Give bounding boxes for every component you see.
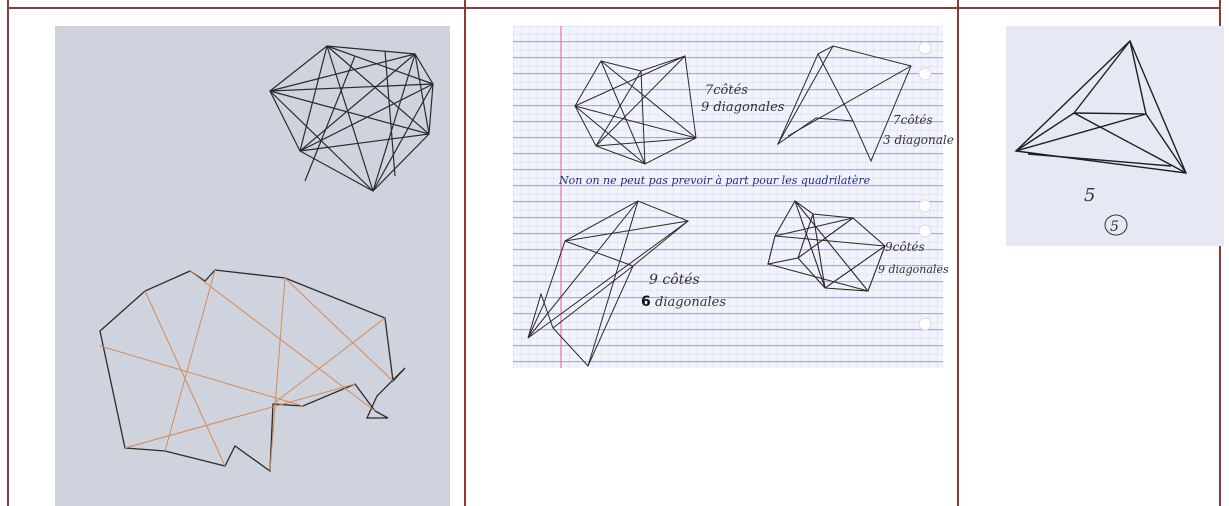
label-sides-1: 7côtés: [705, 83, 748, 98]
polygon-drawing: [55, 26, 450, 506]
heptagon-drawing-1: [574, 55, 697, 165]
notebook-page: 7côtés 9 diagonales 7côtés 3 diagonale N…: [513, 26, 954, 368]
scan-image-triangle: 5 5: [1006, 26, 1224, 246]
heptagon-drawing-2: [776, 45, 912, 163]
label-sides-2: 7côtés: [893, 113, 933, 127]
triangle-drawing: 5 5: [1006, 26, 1224, 246]
circled-number-label: 5: [1110, 219, 1119, 235]
handwritten-sentence: Non on ne peut pas prevoir à part pour l…: [558, 174, 871, 187]
star-polygon: [269, 45, 434, 192]
number-label: 5: [1084, 185, 1095, 206]
nonagon-drawing-2: [767, 200, 886, 292]
table-column-divider-1: [464, 0, 466, 506]
triangle-with-inner-lines: [1014, 39, 1188, 174]
nonagon-drawing-1: [527, 200, 689, 367]
table-left-border: [7, 0, 9, 506]
table-column-divider-2: [957, 0, 959, 506]
label-sides-3: 9 côtés: [649, 272, 700, 288]
label-diagonal-count-3: 6: [641, 294, 651, 310]
label-sides-4: 9côtés: [885, 240, 925, 254]
table-top-border: [7, 7, 1221, 9]
scan-image-polygons: [55, 26, 450, 506]
label-diagonals-1: 9 diagonales: [701, 100, 785, 115]
irregular-polygon: [99, 269, 406, 473]
label-diagonals-2: 3 diagonale: [883, 133, 954, 147]
label-diagonals-4: 9 diagonales: [878, 263, 949, 276]
circle-mark: [1104, 214, 1128, 236]
table-right-border: [1219, 0, 1221, 506]
label-diagonals-3: diagonales: [655, 295, 726, 310]
scan-image-notebook: 7côtés 9 diagonales 7côtés 3 diagonale N…: [513, 26, 954, 368]
